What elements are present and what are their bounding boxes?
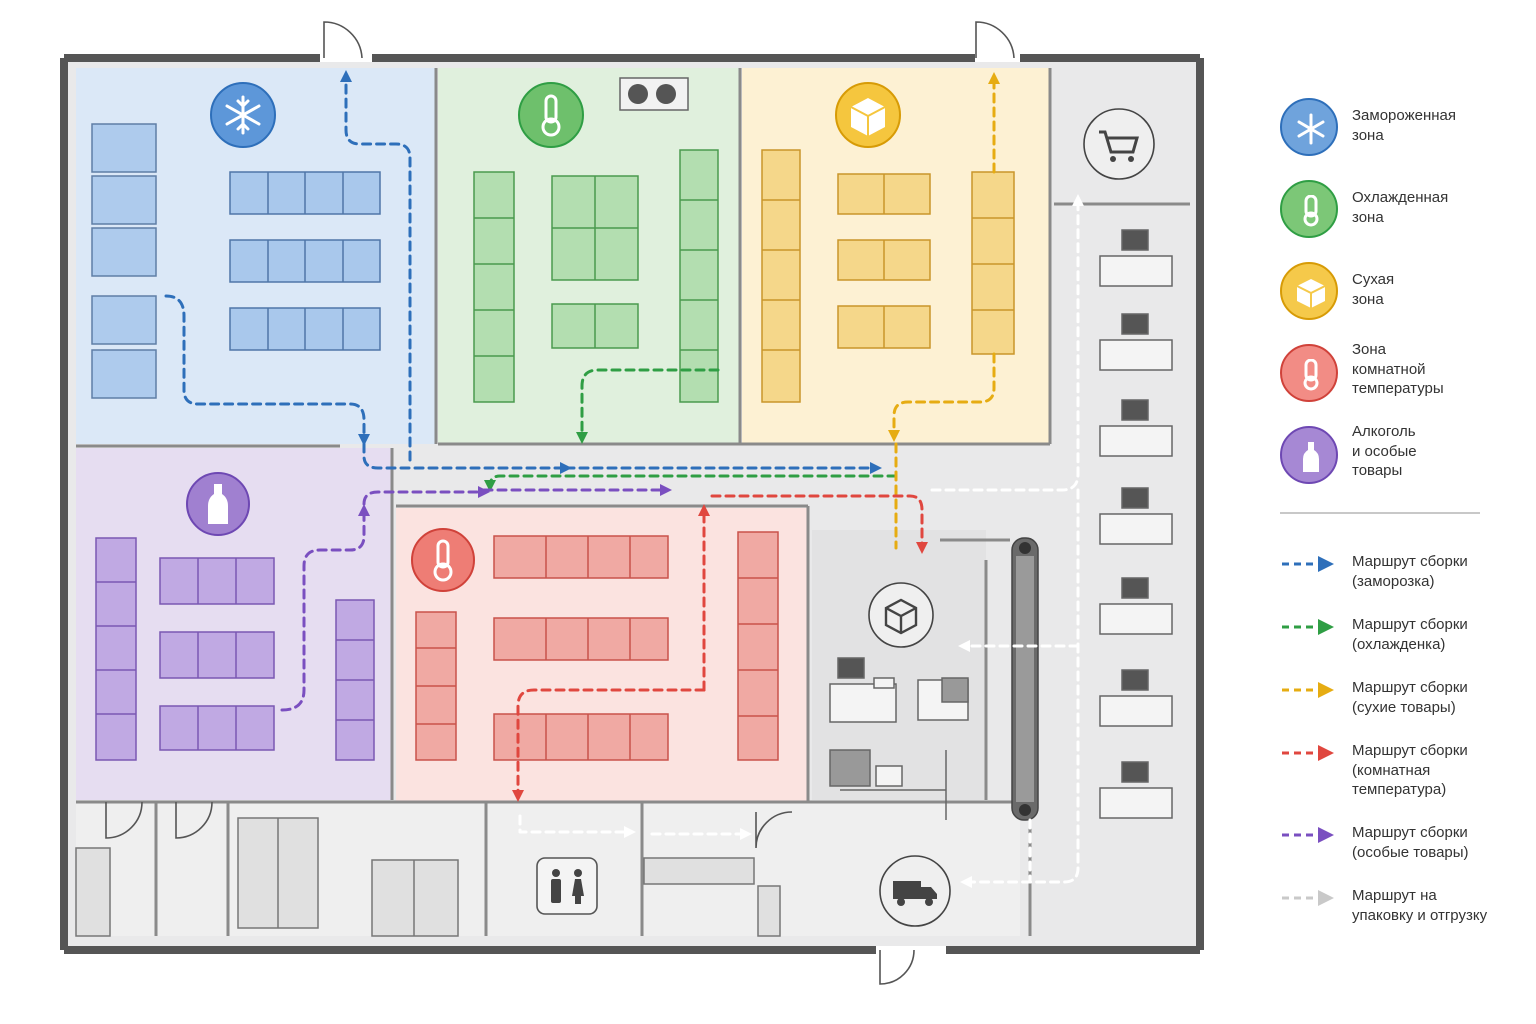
route-chilled [576,368,720,444]
route-shipping [930,194,1084,492]
legend-zone-chilled: Охлажденная зона [1280,180,1530,244]
legend-zone-label: Зона комнатной температуры [1352,341,1444,397]
legend-route-label: Маршрут сборки (охлажденка) [1352,616,1468,653]
route-frozen-2 [362,442,572,474]
legend-zone-room: Зона комнатной температуры [1280,341,1530,408]
snowflake-icon [210,82,276,148]
warehouse-floor-plan [60,21,1204,985]
dashed-arrow-icon [1282,745,1334,761]
legend-zone-label: Охлажденная зона [1352,189,1449,226]
service-cabinets [75,817,781,937]
dry-racks [761,149,1015,403]
interior-walls [76,68,1190,936]
route-chilled-2 [484,474,898,492]
legend-route-label: Маршрут сборки (заморозка) [1352,553,1468,590]
route-shipping-4 [518,814,636,838]
restroom-icon [536,857,598,915]
chilled-racks [473,149,719,403]
cart-icon [1083,108,1155,180]
dashed-arrow-icon [1282,827,1334,843]
dashed-arrow-icon [1282,890,1334,906]
route-room-3 [710,494,928,554]
packing-stations [829,657,969,820]
legend-zone-label: Алкоголь и особые товары [1352,423,1417,479]
route-room [512,688,706,802]
dashed-arrow-icon [1282,556,1334,572]
route-frozen-3 [340,70,412,462]
box-icon [835,82,901,148]
truck-icon [879,855,951,927]
thermometer-icon [518,82,584,148]
route-alcohol-2 [362,486,490,506]
dashed-arrow-icon [1282,682,1334,698]
thermometer-icon [1280,344,1338,402]
bottle-icon [186,472,250,536]
frozen-shelves [229,171,381,351]
outer-walls [60,54,1204,954]
bottle-icon [1280,426,1338,484]
legend-separator [1280,512,1480,514]
snowflake-icon [1280,98,1338,156]
cooling-unit [619,77,689,111]
room-temp-racks [415,531,779,761]
dashed-arrow-icon [1282,619,1334,635]
legend-route-label: Маршрут сборки (особые товары) [1352,824,1469,861]
package-icon [868,582,934,648]
legend-zone-label: Замороженная зона [1352,107,1456,144]
thermometer-icon [1280,180,1338,238]
legend-zone-dry: Сухая зона [1280,262,1530,326]
office-desks [1099,229,1173,819]
frozen-freezers [91,123,157,399]
conveyor-belt [1011,537,1039,821]
legend-route-label: Маршрут на упаковку и отгрузку [1352,887,1488,924]
box-icon [1280,262,1338,320]
route-shipping-2 [960,488,1080,888]
doors [105,21,1015,985]
legend-zone-frozen: Замороженная зона [1280,98,1530,162]
legend-route-label: Маршрут сборки (комнатная температура) [1352,742,1468,798]
legend-route-label: Маршрут сборки (сухие товары) [1352,679,1468,716]
legend-zone-label: Сухая зона [1352,271,1395,308]
route-frozen [164,294,370,446]
route-dry [888,352,996,442]
thermometer-icon [411,528,475,592]
alcohol-racks [95,537,375,761]
legend-zone-alcohol: Алкоголь и особые товары [1280,423,1530,490]
route-alcohol [280,504,370,712]
